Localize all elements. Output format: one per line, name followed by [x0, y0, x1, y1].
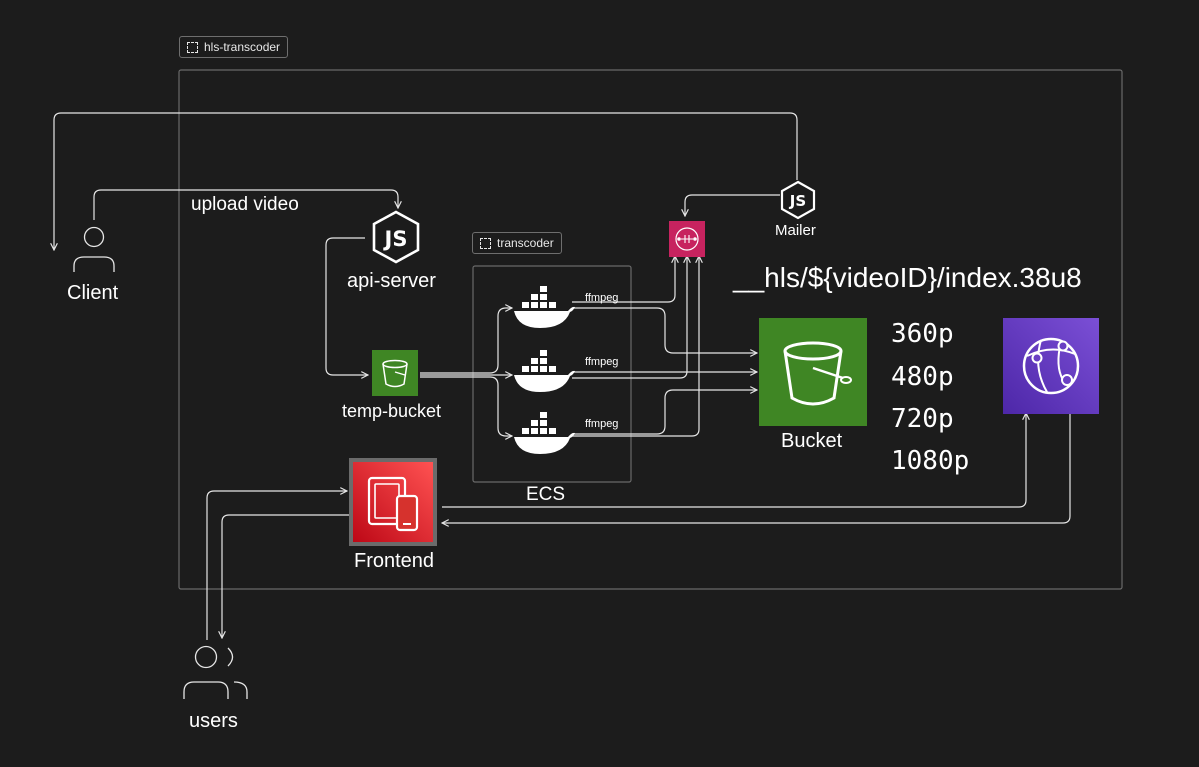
s3-bucket-icon — [382, 359, 408, 388]
edge-cdn-to-frontend — [442, 414, 1071, 523]
edge-mailer-to-client — [54, 112, 798, 250]
upload-video-label: upload video — [191, 194, 299, 215]
users-label: users — [189, 710, 238, 732]
hls-transcoder-frame — [178, 69, 1123, 590]
edge-frontend-to-users — [222, 514, 350, 638]
cloudfront-node — [1003, 318, 1099, 414]
resolution-480p: 480p — [891, 362, 954, 392]
resolution-360p: 360p — [891, 319, 954, 349]
temp-bucket-label: temp-bucket — [342, 401, 442, 421]
api-js-logo: JS — [383, 227, 408, 251]
resolution-1080p: 1080p — [891, 446, 970, 476]
ffmpeg-label: ffmpeg — [585, 292, 619, 304]
docker-icon — [514, 412, 575, 454]
ecs-label: ECS — [526, 484, 566, 505]
ffmpeg-label: ffmpeg — [585, 418, 619, 430]
nodejs-icon: JS — [372, 210, 420, 264]
ffmpeg-label: ffmpeg — [585, 356, 619, 368]
docker-icon — [514, 286, 575, 328]
mailer-label: Mailer — [775, 222, 816, 239]
group-icon — [187, 41, 198, 53]
nodejs-icon: JS — [780, 180, 816, 220]
edge-ecs1-to-sns — [572, 256, 675, 303]
transcoder-tag-label: transcoder — [497, 236, 554, 250]
transcoder-frame — [472, 265, 632, 483]
amplify-icon — [367, 476, 419, 532]
edge-mailer-to-sns — [685, 194, 780, 216]
edge-temp-to-ecs-3 — [420, 376, 512, 436]
group-icon — [480, 237, 491, 249]
edge-users-to-frontend — [206, 491, 347, 640]
edge-api-to-temp — [325, 237, 368, 375]
client-label: Client — [67, 282, 119, 304]
hls-transcoder-tag: hls-transcoder — [179, 36, 289, 58]
users-icon — [183, 645, 248, 699]
temp-bucket-node — [372, 350, 418, 396]
bucket-node — [759, 318, 867, 426]
frontend-node — [349, 458, 437, 546]
client-user-icon — [73, 226, 115, 272]
mailer-js-logo: JS — [789, 192, 806, 210]
sns-icon — [675, 227, 699, 251]
docker-icon — [514, 350, 575, 392]
edge-ecs1-to-bucket — [572, 307, 757, 353]
hls-transcoder-tag-label: hls-transcoder — [204, 40, 281, 54]
edge-ecs3-to-bucket — [572, 390, 757, 435]
bucket-label: Bucket — [781, 430, 843, 452]
hls-path-label: __hls/${videoID}/index.38u8 — [733, 262, 1082, 293]
edge-temp-to-ecs-1 — [420, 308, 512, 374]
sns-node — [669, 221, 705, 257]
frontend-label: Frontend — [354, 550, 435, 572]
s3-bucket-icon — [783, 341, 852, 406]
edge-ecs2-to-sns — [572, 256, 687, 379]
amplify-tile — [353, 462, 433, 542]
transcoder-tag: transcoder — [472, 232, 562, 254]
cloudfront-icon — [1022, 337, 1080, 395]
edge-ecs3-to-sns — [572, 256, 699, 437]
resolution-720p: 720p — [891, 404, 954, 434]
api-server-label: api-server — [347, 270, 436, 292]
edge-client-to-api — [93, 189, 398, 220]
edge-frontend-to-cdn — [442, 413, 1026, 508]
